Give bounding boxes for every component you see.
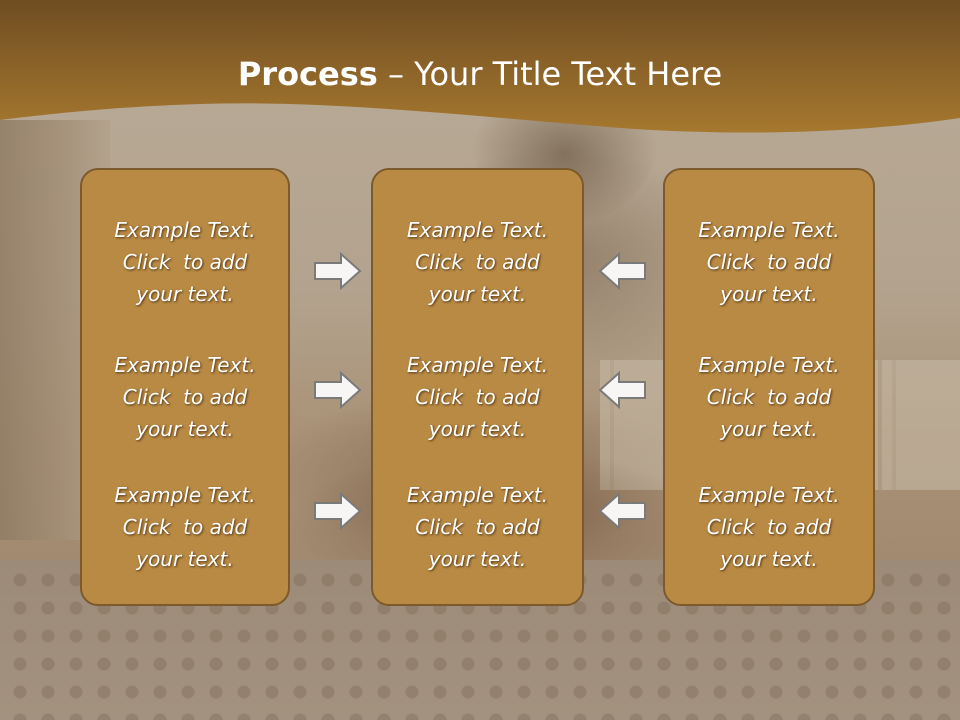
box-1-text-3[interactable]: Example Text. Click to add your text. bbox=[114, 483, 256, 571]
arrow-right-icon bbox=[314, 251, 362, 291]
box-1-text-1[interactable]: Example Text. Click to add your text. bbox=[114, 218, 256, 306]
process-box-3[interactable]: Example Text. Click to add your text. Ex… bbox=[663, 168, 875, 606]
title-bold-text: Process bbox=[237, 55, 378, 93]
process-box-2[interactable]: Example Text. Click to add your text. Ex… bbox=[371, 168, 584, 606]
process-box-1[interactable]: Example Text. Click to add your text. Ex… bbox=[80, 168, 290, 606]
box-1-text-2[interactable]: Example Text. Click to add your text. bbox=[114, 353, 256, 441]
box-3-text-1[interactable]: Example Text. Click to add your text. bbox=[698, 218, 840, 306]
box-2-text-2[interactable]: Example Text. Click to add your text. bbox=[406, 353, 549, 441]
arrow-left-icon bbox=[598, 251, 646, 291]
box-2-text-3[interactable]: Example Text. Click to add your text. bbox=[406, 483, 549, 571]
arrow-left-icon bbox=[598, 491, 646, 531]
box-2-text-1[interactable]: Example Text. Click to add your text. bbox=[406, 218, 549, 306]
title-rest-text: – Your Title Text Here bbox=[377, 55, 723, 93]
arrow-right-icon bbox=[314, 491, 362, 531]
box-3-text-3[interactable]: Example Text. Click to add your text. bbox=[698, 483, 840, 571]
header-band bbox=[0, 0, 960, 133]
arrow-left-icon bbox=[598, 370, 646, 410]
arrow-right-icon bbox=[314, 370, 362, 410]
slide-title[interactable]: Process – Your Title Text Here bbox=[0, 52, 960, 96]
box-3-text-2[interactable]: Example Text. Click to add your text. bbox=[698, 353, 840, 441]
